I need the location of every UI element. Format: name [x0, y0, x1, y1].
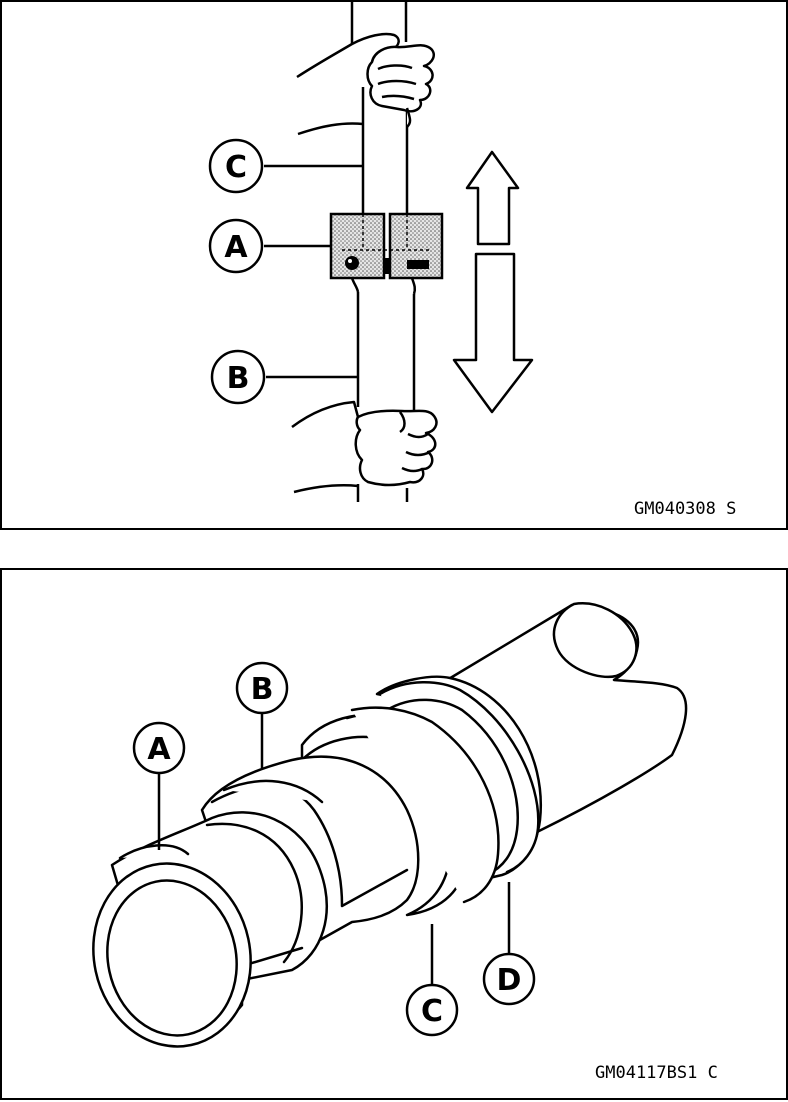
callout-a: A — [132, 721, 186, 850]
callout-b: B — [210, 349, 358, 405]
callout-b-label: B — [227, 361, 250, 396]
callout-a-label: A — [224, 230, 248, 265]
callout-b-label: B — [251, 672, 274, 707]
callout-a-label: A — [147, 732, 171, 767]
callout-c-label: C — [225, 150, 247, 185]
callout-c: C — [405, 924, 459, 1037]
figure-code: GM040308 S — [634, 499, 736, 519]
figure-fork-tube-separation: C A B GM040308 S — [0, 0, 788, 530]
pull-down-arrow — [452, 252, 534, 414]
callout-c-label: C — [421, 994, 443, 1029]
pull-up-arrow — [465, 150, 520, 246]
fork-bushings-drawing: A B C D GM04117BS1 C — [92, 602, 718, 1083]
callout-d: D — [482, 882, 536, 1006]
callout-d-label: D — [497, 963, 522, 998]
lower-hand — [291, 400, 438, 494]
figure-code: GM04117BS1 C — [595, 1063, 718, 1083]
outer-tube-b — [350, 277, 417, 502]
ring-c — [300, 706, 500, 917]
clamp-a — [329, 212, 444, 280]
fork-separation-drawing: C A B GM040308 S — [208, 2, 736, 519]
tube-open-end — [92, 862, 252, 1048]
callout-c: C — [208, 138, 363, 194]
figure-fork-bushings: A B C D GM04117BS1 C — [0, 568, 788, 1100]
upper-hand — [296, 32, 435, 136]
callout-a: A — [208, 218, 331, 274]
callout-b: B — [235, 661, 289, 768]
